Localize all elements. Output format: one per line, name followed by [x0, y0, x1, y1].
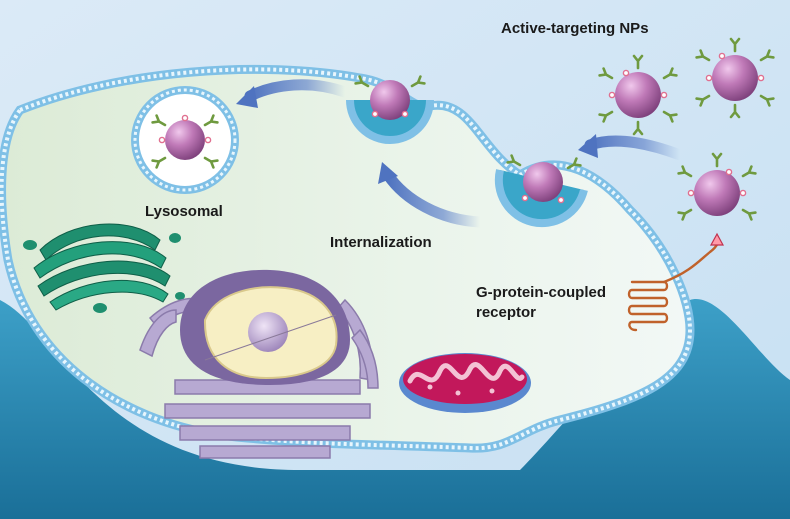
golgi-icon — [23, 223, 185, 313]
internalization-arrow — [578, 134, 686, 161]
label-lysosomal: Lysosomal — [145, 203, 223, 220]
endoplasmic-reticulum-icon — [139, 297, 379, 459]
nanoparticle-icon — [694, 170, 740, 216]
label-gpcr-line1: G-protein-coupled — [476, 284, 606, 301]
ligand-triangle-icon — [709, 232, 725, 246]
label-gpcr-line2: receptor — [476, 304, 537, 321]
nanoparticle-icon — [370, 80, 410, 120]
extracellular-wave — [0, 299, 790, 519]
label-gpcr: G-protein-coupled receptor — [476, 283, 606, 323]
nanoparticle-icon — [523, 162, 563, 202]
endocytic-vesicle-right — [494, 162, 588, 228]
label-internalization: Internalization — [330, 234, 432, 251]
nanoparticle-icon — [615, 72, 661, 118]
nucleus-icon — [180, 269, 350, 385]
nanoparticle-icon — [165, 120, 205, 160]
mitochondrion-icon — [399, 353, 531, 413]
nanoparticle-icon — [712, 55, 758, 101]
endocytic-vesicle-top — [346, 80, 434, 144]
label-active-targeting: Active-targeting NPs — [501, 20, 649, 37]
internalization-arrow — [236, 79, 351, 108]
internalization-arrow — [378, 162, 486, 228]
lysosome — [131, 86, 239, 194]
